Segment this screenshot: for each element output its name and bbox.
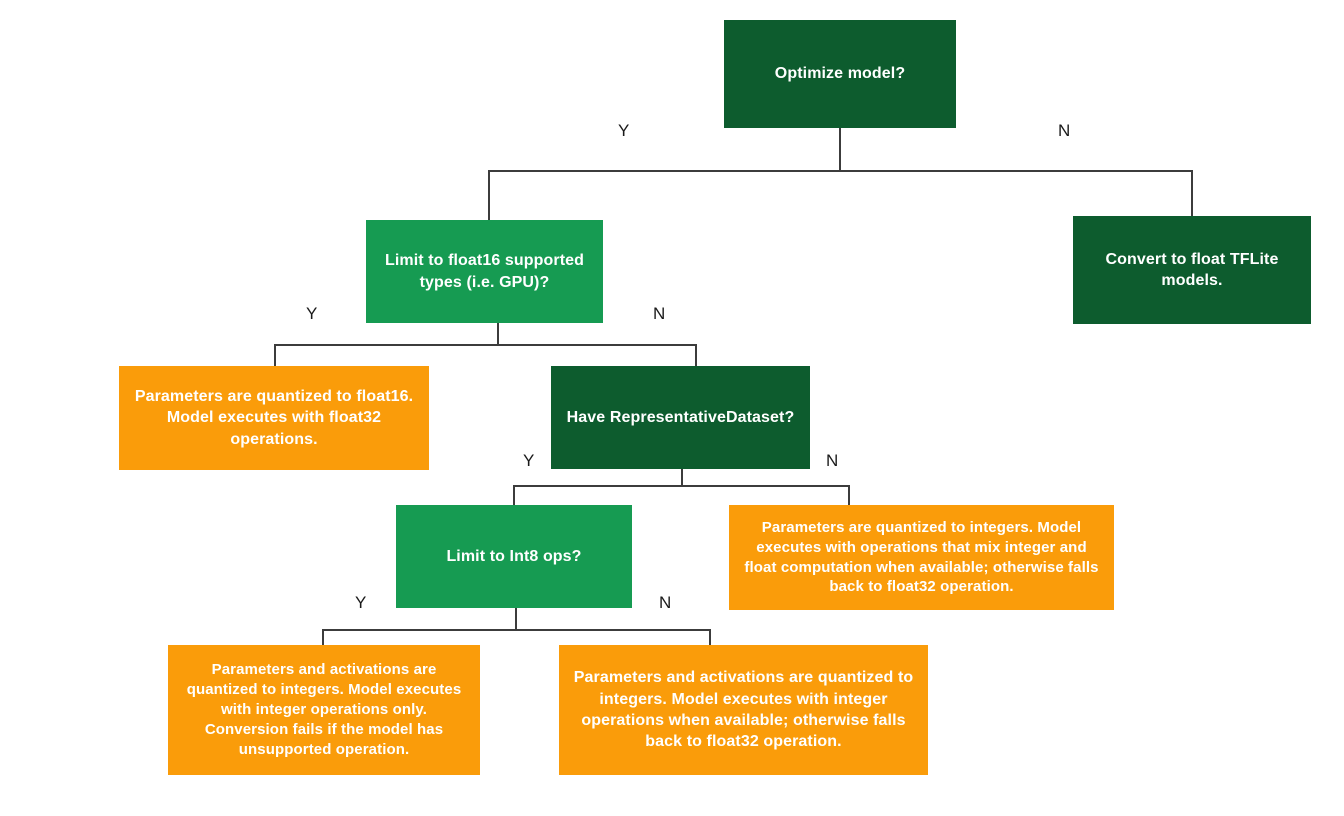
edge-optimize-stem (839, 128, 841, 172)
node-limit-int8-ops[interactable]: Limit to Int8 ops? (396, 505, 632, 608)
node-optimize-model-label: Optimize model? (774, 65, 906, 83)
edge-label-float16-yes: Y (306, 304, 318, 323)
edge-label-optimize-no: N (1058, 121, 1071, 140)
edge-dataset-stem (681, 469, 683, 486)
edge-label-float16-no: N (653, 304, 666, 323)
node-int-only-result[interactable]: Parameters and activations are quantized… (168, 645, 480, 775)
edge-level3-bus (513, 485, 850, 487)
node-convert-float-tflite-label: Convert to float TFLite models. (1105, 250, 1279, 289)
edge-float16-stem (497, 323, 499, 345)
node-limit-float16-label: Limit to float16 supported types (i.e. G… (384, 252, 585, 291)
edge-label-dataset-yes: Y (523, 451, 535, 470)
edge-level1-left-drop (488, 170, 490, 220)
edge-level1-right-drop (1191, 170, 1193, 220)
edge-label-dataset-no: N (826, 451, 839, 470)
node-limit-int8-ops-label: Limit to Int8 ops? (446, 547, 582, 565)
node-float16-result[interactable]: Parameters are quantized to float16. Mod… (119, 366, 429, 470)
edge-level3-left-drop (513, 485, 515, 506)
edge-level4-right-drop (709, 629, 711, 646)
node-int-preferred-result[interactable]: Parameters and activations are quantized… (559, 645, 928, 775)
edge-level2-bus (274, 344, 697, 346)
edge-label-int8-yes: Y (355, 593, 367, 612)
node-int-only-result-label: Parameters and activations are quantized… (186, 661, 462, 758)
node-optimize-model[interactable]: Optimize model? (724, 20, 956, 128)
edge-level4-bus (322, 629, 711, 631)
node-mixed-int-float-result-label: Parameters are quantized to integers. Mo… (744, 518, 1099, 596)
edge-label-int8-no: N (659, 593, 672, 612)
edge-int8-stem (515, 608, 517, 630)
edge-level1-bus (488, 170, 1193, 172)
node-have-representative-dataset-label: Have RepresentativeDataset? (566, 408, 795, 426)
edge-level2-left-drop (274, 344, 276, 367)
node-convert-float-tflite[interactable]: Convert to float TFLite models. (1073, 216, 1311, 324)
node-mixed-int-float-result[interactable]: Parameters are quantized to integers. Mo… (729, 505, 1114, 610)
edge-level2-right-drop (695, 344, 697, 367)
node-have-representative-dataset[interactable]: Have RepresentativeDataset? (551, 366, 810, 469)
edge-level4-left-drop (322, 629, 324, 646)
edge-level3-right-drop (848, 485, 850, 506)
edge-label-optimize-yes: Y (618, 121, 630, 140)
node-limit-float16[interactable]: Limit to float16 supported types (i.e. G… (366, 220, 603, 323)
node-float16-result-label: Parameters are quantized to float16. Mod… (134, 388, 414, 448)
node-int-preferred-result-label: Parameters and activations are quantized… (573, 669, 914, 751)
